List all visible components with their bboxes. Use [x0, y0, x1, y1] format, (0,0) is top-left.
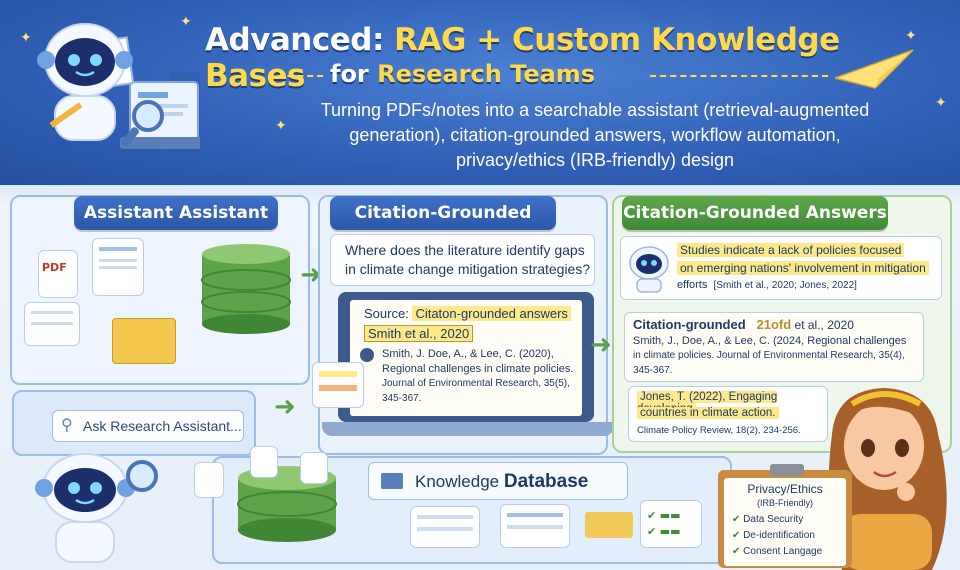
share-icon: [360, 348, 374, 362]
flow-arrow-icon: ➜: [274, 392, 296, 422]
assistant-section-label: Assistant Assistant: [74, 196, 278, 230]
reference-text: 345-367.: [382, 393, 422, 404]
title-line-2: for Research Teams: [330, 60, 596, 88]
privacy-subtitle: (IRB-Friendly): [756, 498, 813, 508]
answer-text: Studies indicate a lack of policies focu…: [677, 243, 905, 257]
reference-text: Regional challenges in climate policies.: [382, 363, 574, 375]
clipboard-clip: [770, 464, 804, 476]
document-icon: [300, 452, 328, 484]
privacy-item: ✔ Consent Langage: [732, 546, 823, 557]
document-card: [410, 506, 480, 548]
database-icon: [201, 244, 291, 334]
sparkle-icon: ✦: [20, 30, 32, 46]
title-divider: [268, 75, 323, 77]
researcher-illustration: [828, 388, 947, 570]
sparkle-icon: ✦: [275, 118, 287, 134]
citation-section-label: Citation-Grounded: [330, 196, 556, 230]
question-bubble: Where does the literature identify gaps …: [330, 234, 595, 286]
document-icon: [194, 462, 224, 498]
flow-arrow-icon: ➜: [590, 330, 612, 360]
document-icon: [92, 238, 144, 296]
search-placeholder: Ask Research Assistant...: [83, 418, 242, 434]
search-input[interactable]: ⚲ Ask Research Assistant...: [52, 410, 244, 442]
sparkle-icon: ✦: [935, 95, 947, 111]
reference-text: countries in climate action.: [637, 407, 779, 419]
knowledge-database-label-box: Knowledge Database: [368, 462, 628, 500]
reference-text: in climate policies. Journal of Environm…: [633, 350, 905, 361]
answers-section-label: Citation-Grounded Answers: [622, 196, 888, 230]
reference-text: Climate Policy Review, 18(2), 234-256.: [637, 425, 801, 436]
flow-arrow-icon: ➜: [300, 260, 322, 290]
document-card: [500, 504, 570, 548]
title-divider: [650, 75, 828, 77]
main-title: Advanced: RAG + Custom Knowledge Bases: [205, 22, 840, 94]
document-icon: [250, 446, 278, 478]
question-text: in climate change mitigation strategies?: [345, 261, 591, 277]
question-text: Where does the literature identify gaps: [345, 242, 585, 258]
knowledge-database-label: Knowledge Database: [415, 471, 589, 492]
privacy-item: ✔ Data Security: [732, 514, 804, 525]
checklist-icon: ✔ ▬▬ ✔ ▬▬: [640, 500, 702, 548]
cite-highlight: Smith et al., 2020: [364, 325, 474, 342]
robot-avatar-icon: [629, 246, 669, 293]
highlighted-note-icon: [312, 362, 364, 408]
search-icon: ⚲: [61, 415, 73, 434]
answer-bubble: Studies indicate a lack of policies focu…: [620, 236, 942, 300]
privacy-checklist: Privacy/Ethics (IRB-Friendly) ✔ Data Sec…: [724, 478, 846, 566]
pdf-badge: PDF: [42, 261, 67, 274]
paper-plane-icon: [835, 49, 914, 89]
sparkle-icon: ✦: [180, 14, 192, 30]
folder-icon: [585, 512, 633, 538]
robot-writer-illustration: [37, 23, 200, 152]
sparkle-icon: ✦: [905, 28, 917, 44]
answer-text: efforts [Smith et al., 2020; Jones, 2022…: [677, 279, 857, 291]
reference-text: Smith, J. Doe, A., & Lee, C. (2020),: [382, 348, 554, 360]
citation-card: Citation-grounded 21ofd et al., 2020 Smi…: [624, 312, 924, 382]
reference-text: Journal of Environmental Research, 35(5)…: [382, 378, 570, 389]
citation-heading: Citation-grounded 21ofd et al., 2020: [633, 317, 854, 332]
privacy-title: Privacy/Ethics: [747, 482, 823, 496]
folder-icon: [381, 473, 403, 489]
privacy-item: ✔ De-identification: [732, 530, 815, 541]
laptop-screen: Source: Citaton-grounded answers Smith e…: [350, 300, 582, 416]
subtitle: Turning PDFs/notes into a searchable ass…: [320, 100, 870, 170]
notes-document-icon: [24, 302, 80, 346]
answer-text: on emerging nations' involvement in miti…: [677, 261, 929, 275]
laptop-base: [322, 422, 614, 436]
robot-search-illustration: [35, 453, 158, 563]
citation-card: Jones, T. (2022), Engaging developing co…: [628, 386, 828, 442]
reference-text: 345-367.: [633, 365, 673, 376]
source-line: Source: Citaton-grounded answers: [364, 306, 571, 321]
reference-text: Smith, J., Doe, A., & Lee, C. (2024, Reg…: [633, 335, 907, 347]
database-icon: [237, 466, 337, 542]
folder-icon: [112, 318, 176, 364]
pdf-document-icon: PDF: [38, 250, 78, 298]
